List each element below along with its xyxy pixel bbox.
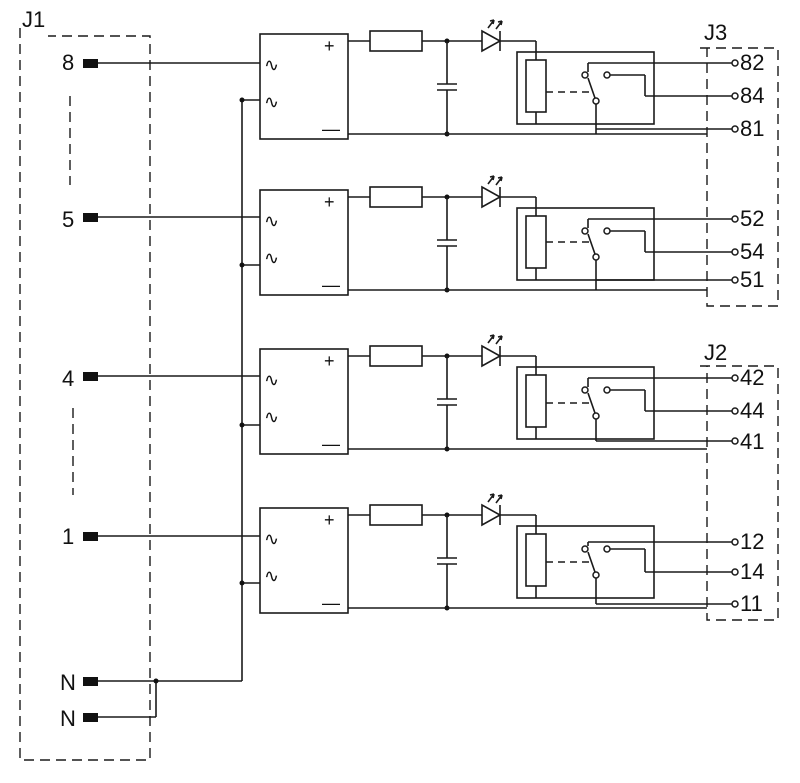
pin-terminal — [83, 213, 98, 222]
relay-channel: ∿ ∿ + — — [239, 493, 764, 616]
connector-j1-label: J1 — [22, 7, 45, 32]
connector-j1: J1 8 5 4 1 N N — [19, 7, 151, 761]
ac-symbol: ∿ — [264, 529, 279, 549]
terminal-label: 51 — [740, 267, 764, 292]
minus-symbol: — — [322, 275, 340, 295]
led-diode — [481, 344, 502, 368]
ac-symbol: ∿ — [264, 248, 279, 268]
pin-terminal — [83, 713, 98, 722]
minus-symbol: — — [322, 434, 340, 454]
relay-coil — [525, 374, 547, 428]
rectifier-module — [259, 33, 349, 140]
ac-symbol: ∿ — [264, 370, 279, 390]
rectifier-module — [259, 348, 349, 455]
plus-symbol: + — [324, 36, 335, 56]
terminal-label: 81 — [740, 116, 764, 141]
pin-terminal — [83, 677, 98, 686]
rectifier-module — [259, 507, 349, 614]
pin-terminal — [83, 372, 98, 381]
led-diode — [481, 503, 502, 527]
minus-symbol: — — [322, 119, 340, 139]
connector-j2-label: J2 — [704, 340, 727, 365]
j1-neutral-label: N — [60, 706, 76, 731]
ac-symbol: ∿ — [264, 92, 279, 112]
led-light-arrows — [487, 175, 503, 186]
connector-j2: J2 — [700, 340, 779, 621]
terminal-label: 12 — [740, 529, 764, 554]
resistor — [369, 30, 423, 52]
relay-channel: ∿ ∿ + — — [239, 334, 764, 455]
j1-pin-label: 5 — [62, 207, 74, 232]
pin-terminal — [83, 59, 98, 68]
relay-coil — [525, 215, 547, 269]
terminal-label: 84 — [740, 83, 764, 108]
relay-channel: ∿ ∿ + — — [239, 175, 764, 296]
resistor — [369, 186, 423, 208]
connector-j3-label: J3 — [704, 20, 727, 45]
j1-pin-label: 1 — [62, 524, 74, 549]
input-wires — [98, 62, 260, 718]
terminal-label: 82 — [740, 50, 764, 75]
terminal-label: 42 — [740, 365, 764, 390]
terminal-label: 41 — [740, 429, 764, 454]
pin-terminal — [83, 532, 98, 541]
terminal-label: 14 — [740, 559, 764, 584]
terminal-label: 52 — [740, 206, 764, 231]
rectifier-module — [259, 189, 349, 296]
ac-symbol: ∿ — [264, 407, 279, 427]
led-light-arrows — [487, 19, 503, 30]
resistor — [369, 504, 423, 526]
resistor — [369, 345, 423, 367]
plus-symbol: + — [324, 351, 335, 371]
terminal-label: 54 — [740, 239, 764, 264]
plus-symbol: + — [324, 192, 335, 212]
j1-pin-label: 4 — [62, 366, 74, 391]
j1-pin-label: 8 — [62, 50, 74, 75]
relay-channel: ∿ ∿ + — — [239, 19, 764, 141]
relay-coil — [525, 59, 547, 113]
terminal-label: 44 — [740, 398, 764, 423]
minus-symbol: — — [322, 593, 340, 613]
led-diode — [481, 185, 502, 209]
connector-j3: J3 — [700, 20, 779, 307]
led-diode — [481, 29, 502, 53]
ac-symbol: ∿ — [264, 55, 279, 75]
ac-symbol: ∿ — [264, 566, 279, 586]
terminal-label: 11 — [740, 591, 763, 616]
ac-symbol: ∿ — [264, 211, 279, 231]
relay-coil — [525, 533, 547, 587]
led-light-arrows — [487, 493, 503, 504]
j1-neutral-label: N — [60, 670, 76, 695]
plus-symbol: + — [324, 510, 335, 530]
led-light-arrows — [487, 334, 503, 345]
